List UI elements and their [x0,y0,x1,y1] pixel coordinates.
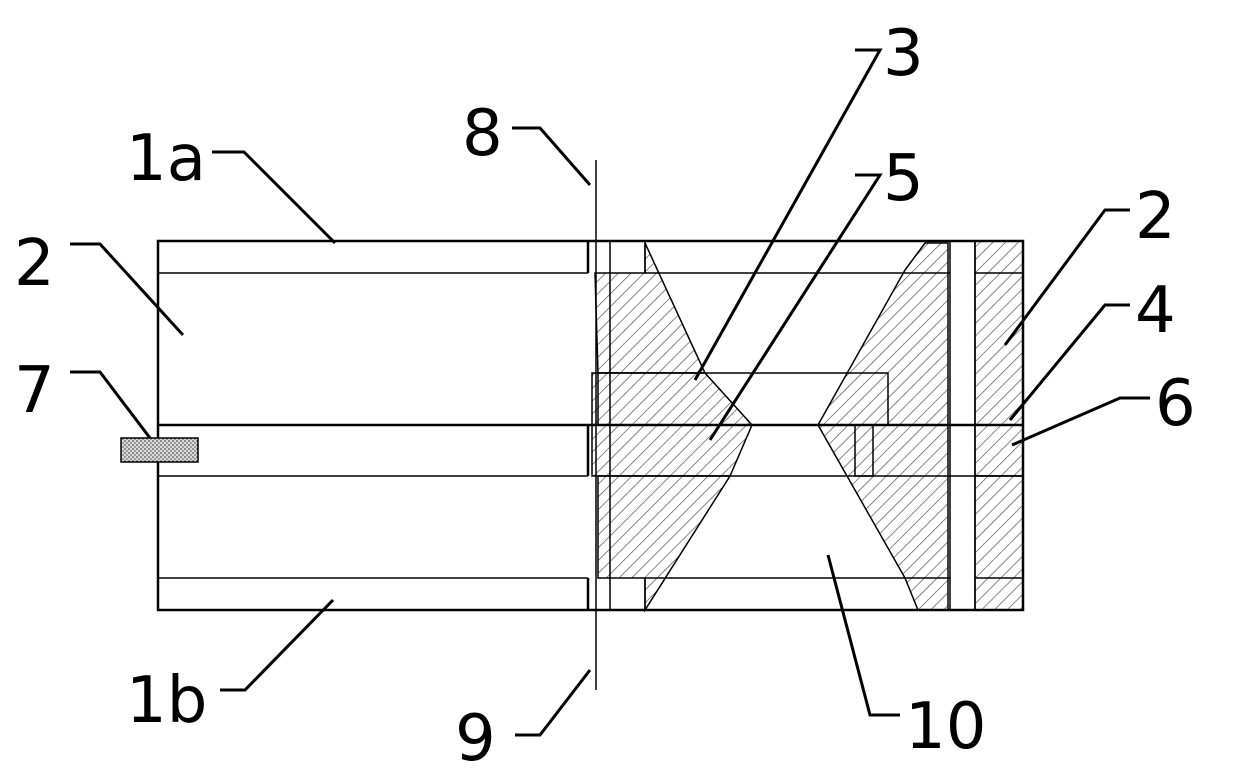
left-cone-upper [594,242,707,374]
labels: 1a 2 7 8 3 5 2 4 6 1b 9 10 [14,17,1196,776]
leader-8 [512,126,592,186]
leader-1b [220,598,335,692]
right-block-2 [974,240,1024,426]
right-block-6 [974,424,1024,477]
leader-lines [70,48,1150,737]
main-body [120,160,1025,690]
leader-5 [708,173,883,441]
label-2-right: 2 [1135,180,1176,254]
leader-3 [693,48,883,381]
right-cone-upper [816,242,949,426]
right-block-lower [974,475,1024,611]
label-5: 5 [883,142,924,216]
leader-7 [70,370,152,439]
label-4: 4 [1135,274,1176,348]
label-1a: 1a [126,122,206,196]
component-7 [120,437,199,463]
leader-6 [1011,396,1150,447]
leader-2-right [1003,208,1130,346]
leader-10 [826,554,900,717]
component-3-bar [597,372,889,426]
label-10: 10 [905,690,986,764]
leader-1a [212,150,337,245]
leader-2-left [70,242,185,337]
left-cone-lower [597,475,732,613]
label-8: 8 [462,97,503,171]
label-6: 6 [1155,367,1196,441]
label-7: 7 [14,354,55,428]
label-2-left: 2 [14,227,55,301]
insert-block [854,424,874,477]
center-wedge-3 [591,372,754,426]
right-cone-lower [816,424,949,611]
leader-9 [515,669,592,737]
leader-4 [1008,303,1130,421]
label-9: 9 [455,702,496,776]
center-wedge-5 [591,424,754,477]
label-3: 3 [883,17,924,91]
label-1b: 1b [126,664,207,738]
